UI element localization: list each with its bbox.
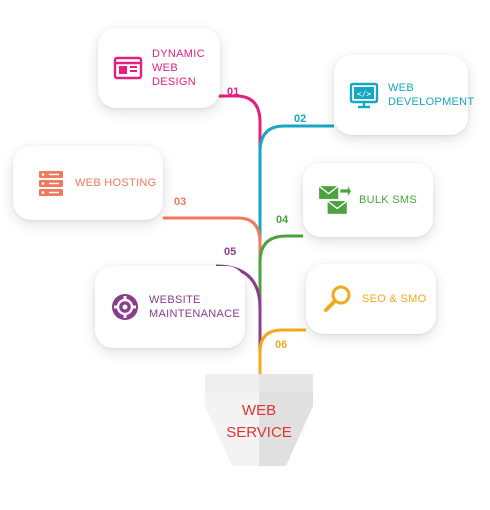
- branch-02: [258, 124, 334, 375]
- branch-03: [163, 216, 262, 375]
- service-label: SEO & SMO: [362, 293, 427, 305]
- number-05: 05: [224, 246, 237, 258]
- branch-06: [258, 328, 306, 375]
- envelopes-icon: [318, 185, 351, 214]
- number-01: 01: [227, 86, 240, 98]
- pot: [205, 374, 313, 466]
- server-icon: [39, 171, 63, 196]
- branch-01: [196, 94, 262, 375]
- service-label: WEB HOSTING: [75, 177, 157, 189]
- card-seo-smo: SEO & SMO: [306, 264, 436, 334]
- svg-text:</>: </>: [357, 90, 372, 99]
- number-02: 02: [294, 113, 307, 125]
- browser-icon: [113, 56, 143, 80]
- number-06: 06: [275, 339, 288, 351]
- gear-icon: [112, 294, 138, 320]
- service-label: BULK SMS: [359, 194, 418, 206]
- pot-label: WEB SERVICE: [226, 402, 292, 441]
- code-monitor-icon: </>: [349, 82, 379, 109]
- number-04: 04: [276, 214, 289, 226]
- card-web-hosting: WEB HOSTING: [13, 146, 163, 220]
- branch-04: [258, 234, 303, 375]
- card-bulk-sms: BULK SMS: [303, 163, 433, 237]
- magnifier-icon: [324, 285, 351, 312]
- number-03: 03: [174, 196, 187, 208]
